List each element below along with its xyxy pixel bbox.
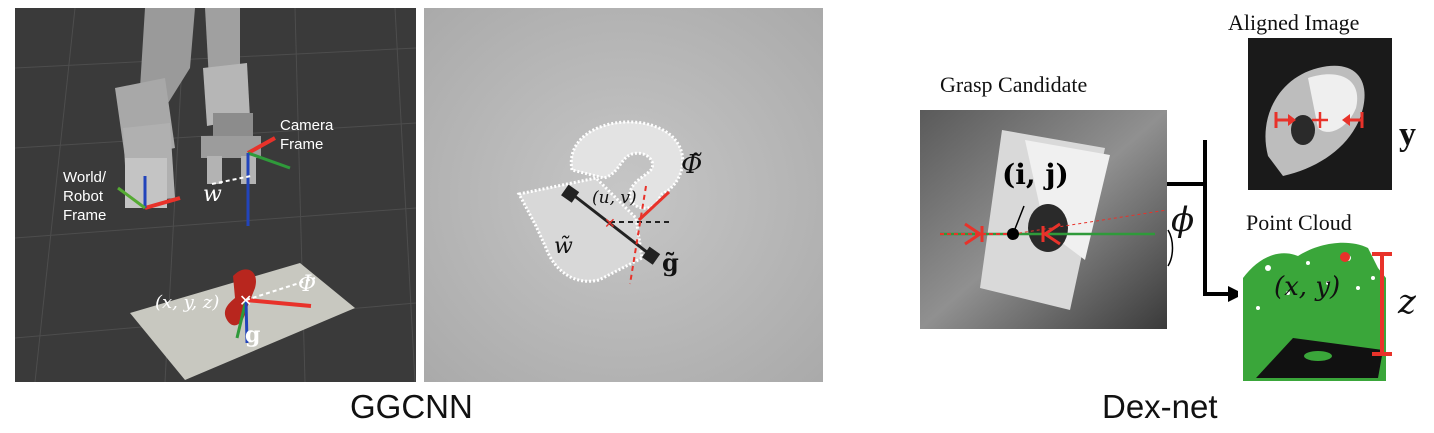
object-top-part <box>569 120 685 210</box>
point-cloud-panel: (x, y) <box>1238 238 1388 381</box>
depth-grasp-symbol: g̃ <box>662 248 679 277</box>
grasp-end-left <box>561 184 580 203</box>
cloud-point-marker <box>1340 252 1350 262</box>
grasp-center-marker: ✕ <box>239 291 252 310</box>
grasp-symbol: g <box>245 322 261 348</box>
world-frame-line1: World/ <box>63 169 107 186</box>
aligned-image-panel <box>1248 38 1392 190</box>
grasp-line <box>571 192 653 258</box>
grasp-width-arrow <box>629 185 647 285</box>
world-frame-line2: Robot <box>63 188 104 205</box>
camera-frame-line2: Frame <box>280 136 324 153</box>
z-range-bracket <box>1372 252 1392 356</box>
object-on-table <box>224 269 256 326</box>
arrow-bottom <box>1228 286 1244 302</box>
object-base-part <box>516 176 644 283</box>
depth-image-panel: ✕ Φ̃ (u, v) w̃ g̃ <box>424 8 823 382</box>
grasp-candidate-drawing <box>920 110 1167 329</box>
object-hole <box>1028 204 1068 252</box>
world-frame-label: World/ Robot Frame <box>63 168 106 225</box>
aligned-image-drawing <box>1265 65 1365 176</box>
grasp-candidate-title: Grasp Candidate <box>940 72 1088 97</box>
point-cloud-title: Point Cloud <box>1246 210 1352 235</box>
robot-arm <box>115 8 261 208</box>
grasp-angle-ref-line <box>245 277 316 301</box>
y-label: y <box>1399 116 1416 153</box>
camera-x-axis <box>247 136 276 155</box>
ggcnn-caption: GGCNN <box>350 388 473 425</box>
grasp-z-axis <box>244 299 249 344</box>
aligned-hole <box>1291 115 1315 145</box>
cloud-shadow-hole <box>1304 351 1332 361</box>
depth-angle-symbol: Φ̃ <box>681 150 703 180</box>
aligned-right-arrowhead <box>1342 114 1350 126</box>
width-symbol: w <box>203 182 222 207</box>
aligned-image-title: Aligned Image <box>1228 10 1360 35</box>
angle-symbol: Φ <box>298 272 317 297</box>
grasp-center-cross: ✕ <box>604 216 616 232</box>
dexnet-connector-arrows <box>1167 140 1244 302</box>
grasp-candidate-panel: (i, j) <box>920 110 1167 329</box>
world-x-axis <box>144 196 181 210</box>
ij-label: (i, j) <box>1002 158 1069 191</box>
phi-arc <box>1167 229 1174 267</box>
world-y-axis <box>117 186 146 210</box>
camera-frame-line1: Camera <box>280 117 334 134</box>
grasp-angle-arrow <box>637 190 671 222</box>
depth-center-label: (u, v) <box>592 188 637 208</box>
robot-scene-drawing: ✕ <box>15 8 416 382</box>
depth-image-drawing: ✕ <box>424 8 823 382</box>
grasp-y-axis <box>235 299 248 339</box>
depth-width-symbol: w̃ <box>554 234 573 259</box>
aligned-left-arrowhead <box>1288 114 1296 126</box>
robot-scene-panel: ✕ Camera Frame World/ Robot Frame w (x, … <box>15 8 416 382</box>
gripper-left-jaw <box>964 222 983 246</box>
xy-label: (x, y) <box>1274 272 1341 302</box>
grasp-end-right <box>642 246 661 265</box>
gripper-right-jaw <box>1042 222 1061 246</box>
grasp-x-axis <box>245 298 312 308</box>
ij-pointer-line <box>1012 205 1025 235</box>
camera-y-axis <box>247 151 291 170</box>
camera-frame-label: Camera Frame <box>280 116 333 154</box>
z-label: z <box>1398 282 1416 322</box>
grasp-angle-line <box>1012 209 1167 235</box>
point-cloud-drawing <box>1243 242 1386 381</box>
table-surface <box>130 263 355 380</box>
world-frame-line3: Frame <box>63 207 107 224</box>
phi-label: ϕ <box>1171 200 1195 240</box>
dexnet-caption: Dex-net <box>1102 388 1218 425</box>
position-label: (x, y, z) <box>155 292 220 313</box>
